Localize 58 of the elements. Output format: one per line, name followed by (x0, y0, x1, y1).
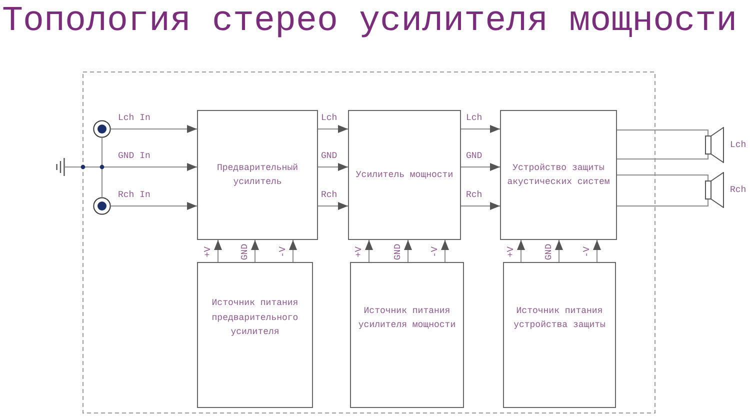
edge-label: Lch (465, 113, 484, 123)
arrow (460, 202, 500, 210)
process-box (350, 262, 464, 408)
connector-line (616, 154, 708, 160)
process-box (348, 110, 461, 240)
arrow (555, 240, 563, 262)
arrow (318, 163, 348, 171)
edge-label: GND (393, 242, 403, 262)
jack-symbol (93, 120, 111, 138)
diagram-title: Топология стерео усилителя мощности (2, 1, 738, 41)
edge-label: Lch In (117, 113, 152, 123)
process-box (503, 262, 616, 408)
arrow (110, 202, 198, 210)
arrow (460, 125, 500, 133)
block-title: Устройство защиты акустических систем (506, 162, 611, 189)
edge-label: -V (582, 246, 592, 258)
edge-label: +V (506, 246, 516, 258)
edge-label: Rch (320, 190, 338, 200)
edge-label: GND (465, 151, 484, 161)
connector-line (616, 198, 708, 206)
edge-label: Rch (465, 190, 484, 200)
arrow (289, 240, 297, 262)
arrow (404, 240, 412, 262)
block-title: Источник питания предварительного усилителя (210, 297, 300, 340)
arrow (318, 125, 348, 133)
edge-label: +V (203, 246, 213, 258)
arrow (517, 240, 525, 262)
arrow (365, 240, 373, 262)
channel-label: Rch (730, 185, 746, 195)
process-box (197, 262, 313, 408)
edge-label: GND In (117, 151, 152, 161)
ground-symbol (56, 158, 65, 176)
arrow (593, 240, 601, 262)
edge-label: +V (354, 246, 364, 258)
edge-label: GND (544, 242, 554, 262)
edge-label: Lch (320, 113, 338, 123)
arrow (460, 163, 500, 171)
edge-label: GND (320, 151, 338, 161)
arrow (318, 202, 348, 210)
arrow (251, 240, 259, 262)
process-box (500, 110, 617, 240)
edge-label: GND (240, 242, 250, 262)
arrow (64, 163, 198, 171)
arrow (214, 240, 222, 262)
block-title: Источник питания устройства защиты (512, 304, 606, 332)
block-title: Усилитель мощности (354, 168, 454, 182)
jack-symbol (93, 197, 111, 215)
channel-label: Lch (730, 140, 746, 150)
block-title: Предварительный усилитель (216, 162, 299, 189)
edge-label: -V (430, 246, 440, 258)
arrow (441, 240, 449, 262)
connector-line (616, 130, 708, 136)
arrow (110, 125, 198, 133)
connector-line (616, 174, 708, 182)
edge-label: Rch In (117, 190, 152, 200)
block-title: Источник питания усилителя мощности (357, 304, 457, 332)
edge-label: -V (278, 246, 288, 258)
process-box (197, 110, 318, 240)
